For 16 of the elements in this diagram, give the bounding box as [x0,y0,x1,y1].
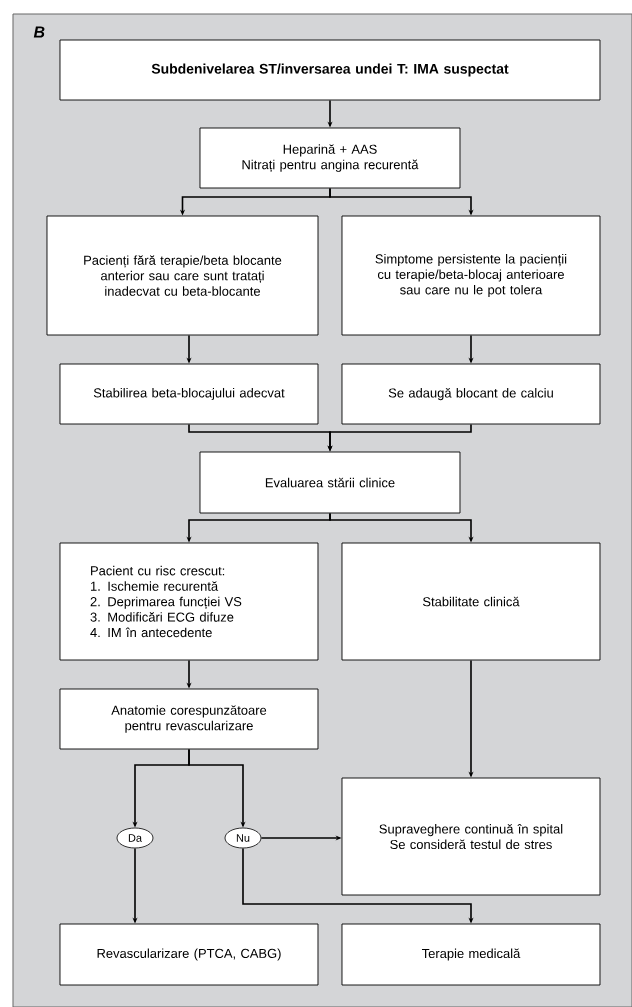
panel-letter: B [33,26,45,38]
process-box: Revascularizare (PTCA, CABG) [59,923,319,986]
process-box: Evaluarea stării clinice [199,451,461,514]
process-box: Pacient cu risc crescut: 1. Ischemie recurentă 2. Deprimarea funcției VS 3. Modificări ECG difuze 4. IM în antecedente [59,542,319,661]
process-box: Stabilirea beta-blocajului adecvat [59,363,319,425]
process-box: Terapie medicală [341,923,601,986]
decision-oval: Nu [224,827,262,849]
process-box: Simptome persistente la pacienții cu terapie/beta-blocaj anterioare sau care nu le pot tolera [341,215,601,336]
process-box: Se adaugă blocant de calciu [341,363,601,425]
process-box: Supraveghere continuă în spital Se consideră testul de stres [341,777,601,896]
process-box: Heparină + AAS Nitrați pentru angina recurentă [199,127,461,189]
title-box: Subdenivelarea ST/inversarea undei T: IMA suspectat [59,39,601,101]
process-box: Stabilitate clinică [341,542,601,661]
decision-oval: Da [116,827,154,849]
process-box: Pacienți fără terapie/beta blocante anterior sau care sunt tratați inadecvat cu beta-blocante [46,215,319,336]
process-box: Anatomie corespunzătoare pentru revascularizare [59,688,319,750]
